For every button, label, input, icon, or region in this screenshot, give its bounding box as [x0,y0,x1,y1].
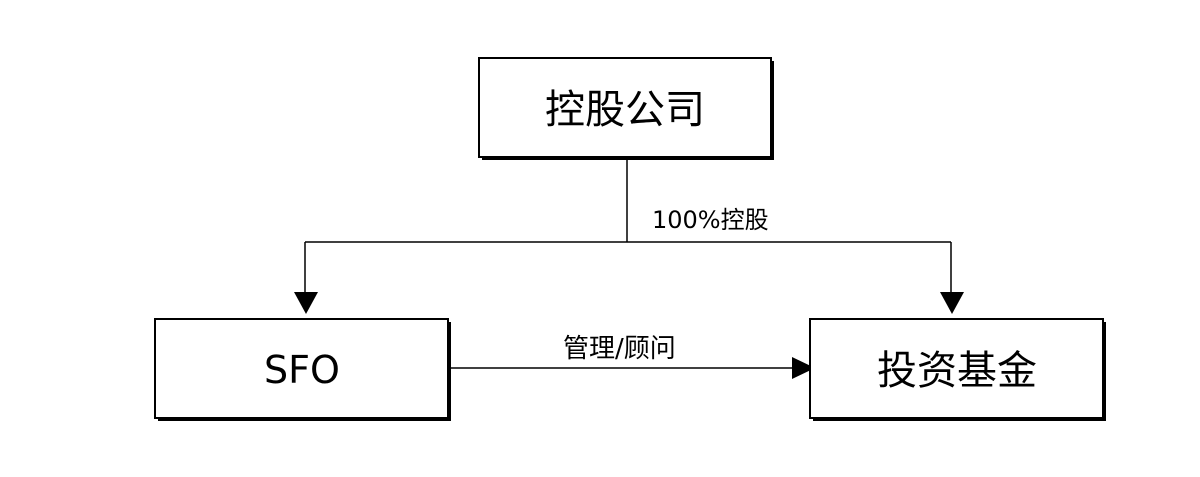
holding-company-box [478,57,772,158]
arrow-to-sfo-icon [294,292,318,314]
management-label: 管理/顾问 [563,334,676,364]
holding-company-label: 控股公司 [545,87,705,133]
ownership-label: 100%控股 [652,206,769,234]
arrow-to-fund-management-icon [792,357,815,379]
arrow-to-fund-icon [940,292,964,314]
sfo-node: SFO [154,318,451,421]
investment-fund-node: 投资基金 [809,318,1106,421]
investment-fund-box [809,318,1104,419]
investment-fund-label: 投资基金 [877,348,1037,394]
sfo-label: SFO [264,348,340,392]
sfo-box [154,318,449,419]
holding-company-node: 控股公司 [478,57,774,160]
